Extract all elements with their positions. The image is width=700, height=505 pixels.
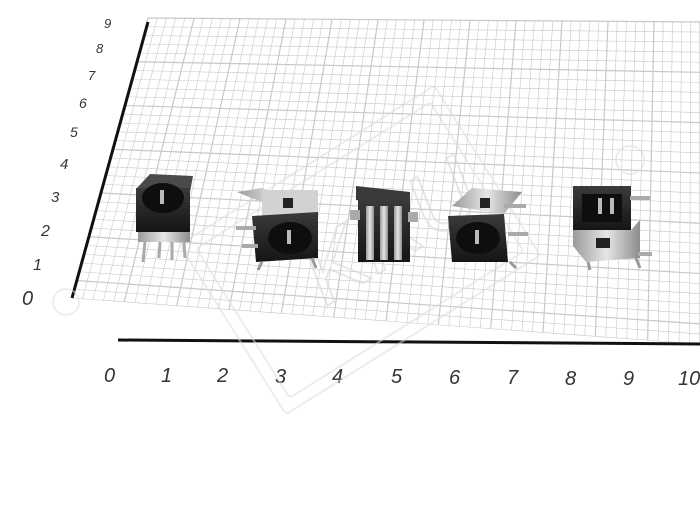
left-axis-line	[72, 22, 148, 298]
bottom-tick-8: 8	[565, 368, 576, 390]
left-tick-labels: 0 1 2 3 4 5 6 7 8 9	[22, 16, 111, 310]
bottom-tick-1: 1	[161, 365, 172, 387]
bottom-tick-2: 2	[216, 365, 228, 387]
connector-3	[350, 186, 418, 262]
left-tick-9: 9	[104, 16, 111, 31]
bottom-tick-7: 7	[507, 367, 519, 389]
left-tick-3: 3	[51, 189, 60, 206]
left-tick-8: 8	[96, 41, 104, 56]
left-tick-7: 7	[88, 68, 96, 83]
bottom-tick-6: 6	[449, 367, 461, 389]
left-tick-6: 6	[79, 95, 87, 111]
connector-1	[136, 174, 193, 262]
bottom-tick-9: 9	[623, 368, 634, 390]
left-tick-0: 0	[22, 288, 33, 310]
left-tick-4: 4	[60, 156, 68, 173]
left-tick-1: 1	[33, 257, 42, 274]
left-tick-5: 5	[70, 124, 78, 140]
left-tick-2: 2	[40, 223, 50, 240]
bottom-tick-labels: 0 1 2 3 4 5 6 7 8 9 10	[104, 365, 700, 390]
bottom-tick-5: 5	[391, 366, 403, 388]
bottom-tick-0: 0	[104, 365, 115, 387]
bottom-axis-line	[118, 340, 700, 344]
bottom-tick-10: 10	[678, 368, 700, 390]
